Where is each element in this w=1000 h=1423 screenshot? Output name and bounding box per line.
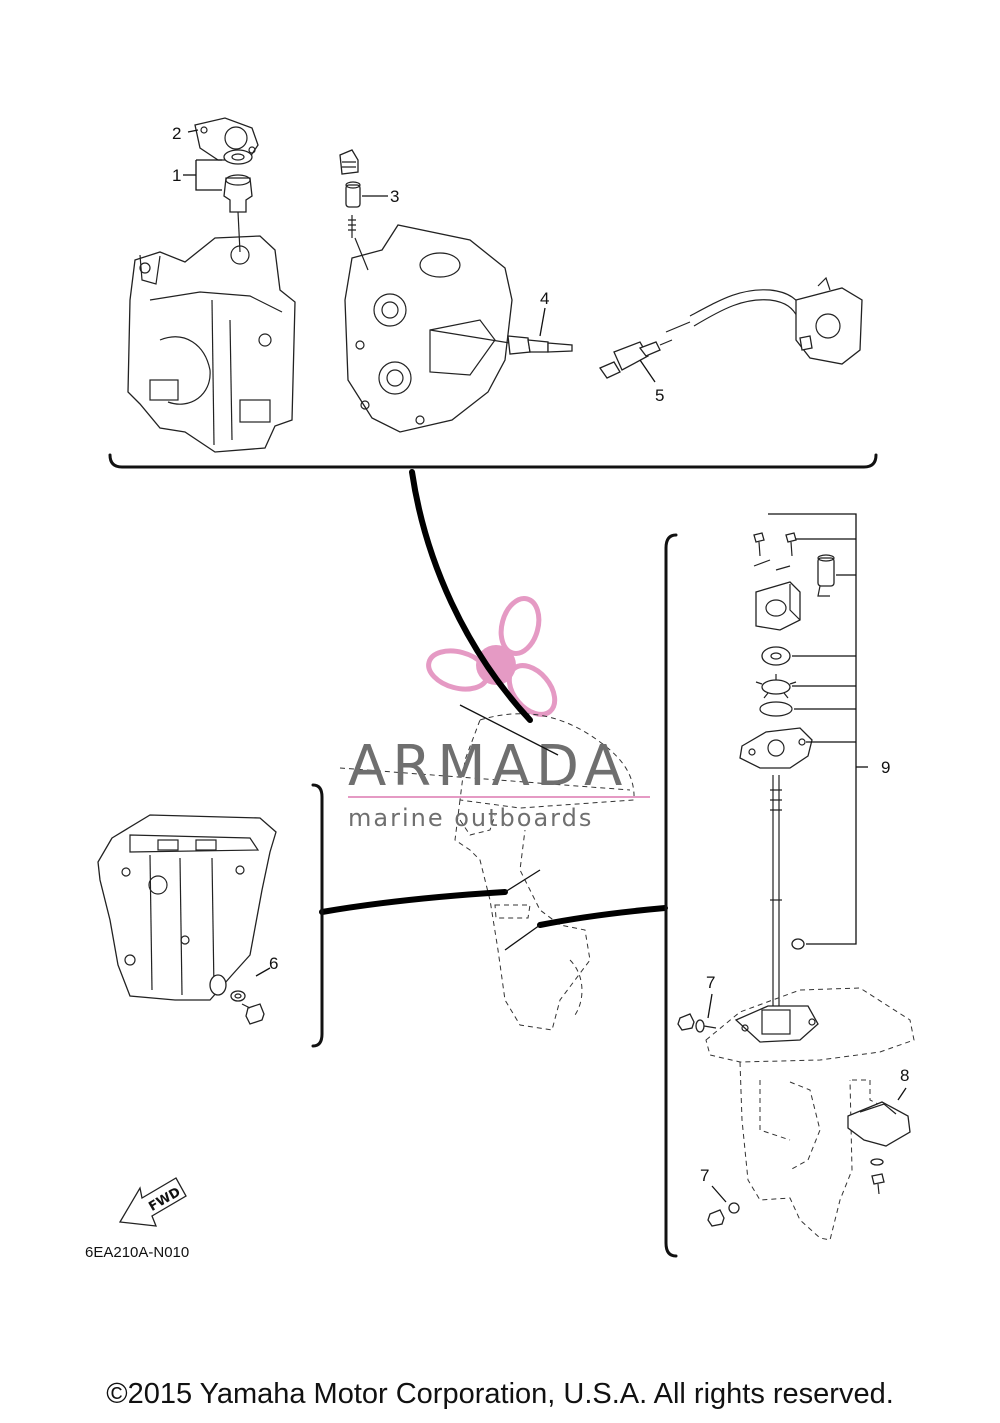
figure-code: 6EA210A-N010: [85, 1244, 189, 1261]
callout-4: 4: [540, 289, 549, 308]
propeller-logo-icon: [426, 596, 558, 717]
watermark-name: ARMADA: [348, 734, 628, 799]
thermostat-assembly: [194, 117, 259, 253]
fwd-arrow-icon: FWD: [118, 1177, 187, 1227]
fuel-system: [599, 276, 863, 379]
anode-lower: [847, 1079, 911, 1195]
callout-6: 6: [269, 954, 278, 973]
crankcase-block: [127, 235, 296, 453]
callout-3: 3: [390, 187, 399, 206]
watermark-tagline: marine outboards: [348, 804, 593, 832]
callout-7-lower: 7: [700, 1166, 709, 1185]
upper-casing: [97, 814, 277, 1001]
impeller-icon: [755, 674, 797, 699]
callout-9: 9: [881, 758, 890, 777]
anode-assembly: [339, 149, 369, 271]
copyright-notice: ©2015 Yamaha Motor Corporation, U.S.A. A…: [106, 1378, 894, 1410]
connector-leaders: [319, 469, 668, 951]
top-group-bracket: [108, 453, 878, 469]
bolt-lower: [707, 1185, 740, 1227]
callout-1: 1: [172, 166, 181, 185]
callout-7-upper: 7: [706, 973, 715, 992]
lower-casing: [705, 987, 915, 1241]
drain-bolt: [230, 967, 271, 1025]
outboard-motor: [339, 713, 635, 1031]
cylinder-head: [344, 224, 513, 433]
callout-5: 5: [655, 386, 664, 405]
top-leaders: [183, 129, 656, 383]
callout-2: 2: [172, 124, 181, 143]
spark-plug: [429, 329, 573, 355]
water-pump-kit: [739, 513, 868, 1010]
armada-watermark: [426, 596, 558, 717]
bolt-upper: [677, 993, 717, 1033]
callout-8: 8: [900, 1066, 909, 1085]
left-group-bracket: [311, 783, 324, 1048]
right-group-bracket: [664, 533, 678, 1258]
